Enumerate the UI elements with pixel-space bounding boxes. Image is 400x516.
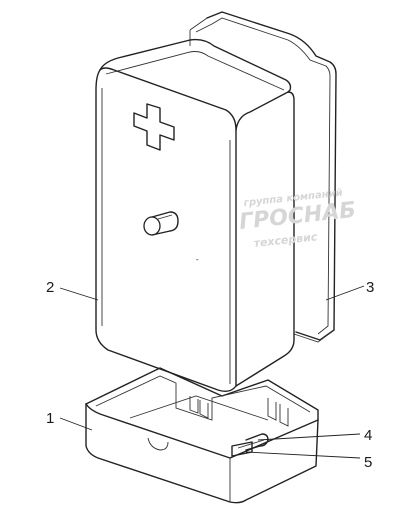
red-cross-icon xyxy=(133,103,175,151)
base-tray xyxy=(85,367,319,504)
rear-panel xyxy=(189,11,337,343)
svg-text:-: - xyxy=(196,255,199,264)
callout-1: 1 xyxy=(46,410,54,427)
leader-3 xyxy=(325,285,365,301)
lid-case: - xyxy=(95,38,295,393)
watermark-line-3: техсервис xyxy=(253,230,318,250)
watermark: группа компаний ГРОСНАБ техсервис xyxy=(238,188,357,250)
leader-5 xyxy=(245,451,361,459)
leader-2 xyxy=(59,287,99,301)
leader-4 xyxy=(257,433,361,441)
leader-1 xyxy=(59,417,93,431)
callout-5: 5 xyxy=(364,454,372,471)
callout-2: 2 xyxy=(46,279,54,296)
latch-knob xyxy=(143,211,179,236)
callout-4: 4 xyxy=(364,427,372,444)
leader-lines xyxy=(59,285,365,459)
callout-3: 3 xyxy=(366,279,374,296)
